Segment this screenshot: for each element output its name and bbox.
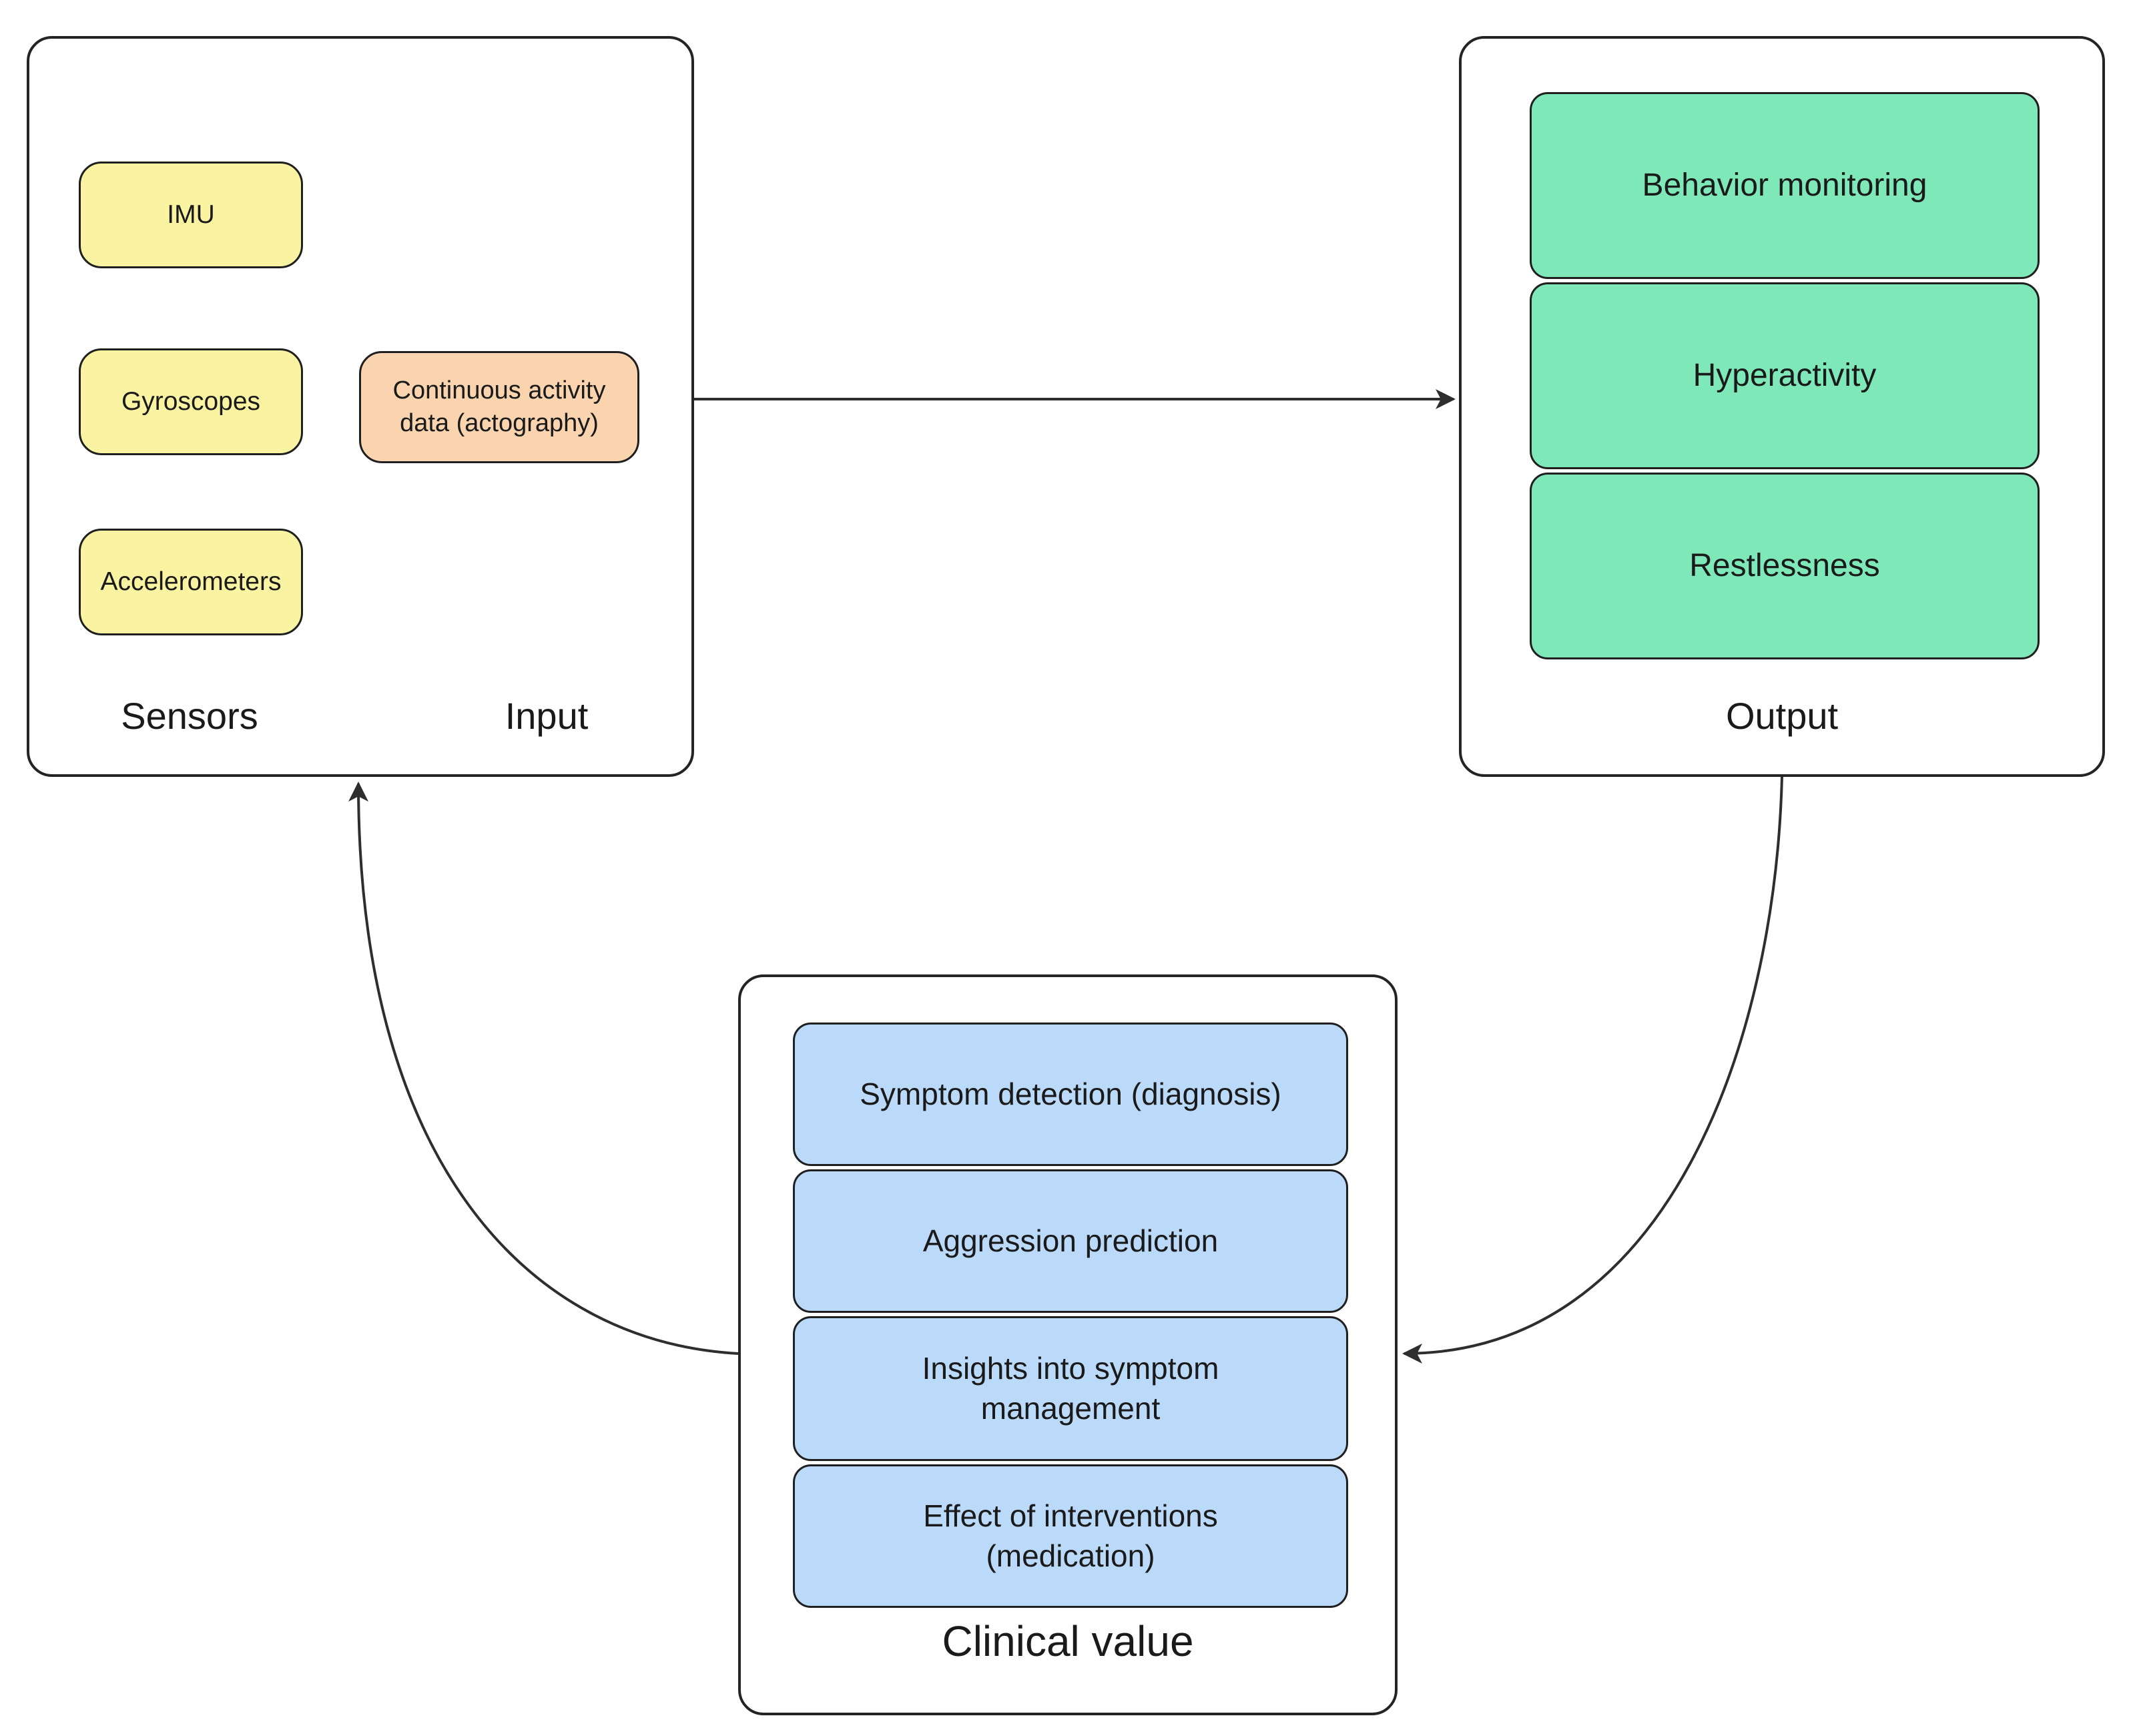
node-symptom-management-insights: Insights into symptom management [793, 1316, 1348, 1461]
node-accelerometers-label: Accelerometers [100, 567, 282, 596]
output-panel: Behavior monitoring Hyperactivity Restle… [1459, 36, 2105, 777]
node-accelerometers: Accelerometers [79, 529, 303, 635]
node-hyperactivity: Hyperactivity [1530, 282, 2040, 469]
node-restlessness-label: Restlessness [1689, 547, 1880, 583]
clinical-value-caption: Clinical value [942, 1617, 1194, 1665]
arrow-output-to-clinical [1402, 776, 1783, 1364]
clinical-panel: Symptom detection (diagnosis) Aggression… [738, 974, 1398, 1715]
node-imu: IMU [79, 162, 303, 268]
sensors-caption: Sensors [121, 695, 258, 737]
node-symptom-detection-label: Symptom detection (diagnosis) [860, 1076, 1281, 1111]
node-intervention-effect: Effect of interventions (medication) [793, 1464, 1348, 1608]
node-behavior-monitoring-label: Behavior monitoring [1642, 167, 1927, 203]
node-intervention-effect-label: Effect of interventions (medication) [923, 1498, 1218, 1573]
input-panel: IMU Gyroscopes Accelerometers Continuous… [27, 36, 694, 777]
node-hyperactivity-label: Hyperactivity [1693, 357, 1877, 393]
node-gyroscopes: Gyroscopes [79, 348, 303, 455]
input-caption: Input [505, 695, 589, 737]
node-aggression-prediction-label: Aggression prediction [922, 1223, 1219, 1258]
node-gyroscopes-label: Gyroscopes [121, 386, 261, 416]
node-imu-label: IMU [167, 200, 215, 229]
output-caption: Output [1725, 695, 1839, 737]
node-activity-data: Continuous activity data (actography) [359, 351, 639, 463]
node-aggression-prediction: Aggression prediction [793, 1169, 1348, 1313]
node-activity-data-label: Continuous activity data (actography) [392, 376, 606, 437]
node-symptom-management-insights-label: Insights into symptom management [922, 1350, 1219, 1426]
node-behavior-monitoring: Behavior monitoring [1530, 92, 2040, 279]
arrow-clinical-to-sensors [348, 782, 739, 1355]
node-restlessness: Restlessness [1530, 473, 2040, 659]
node-symptom-detection: Symptom detection (diagnosis) [793, 1023, 1348, 1166]
